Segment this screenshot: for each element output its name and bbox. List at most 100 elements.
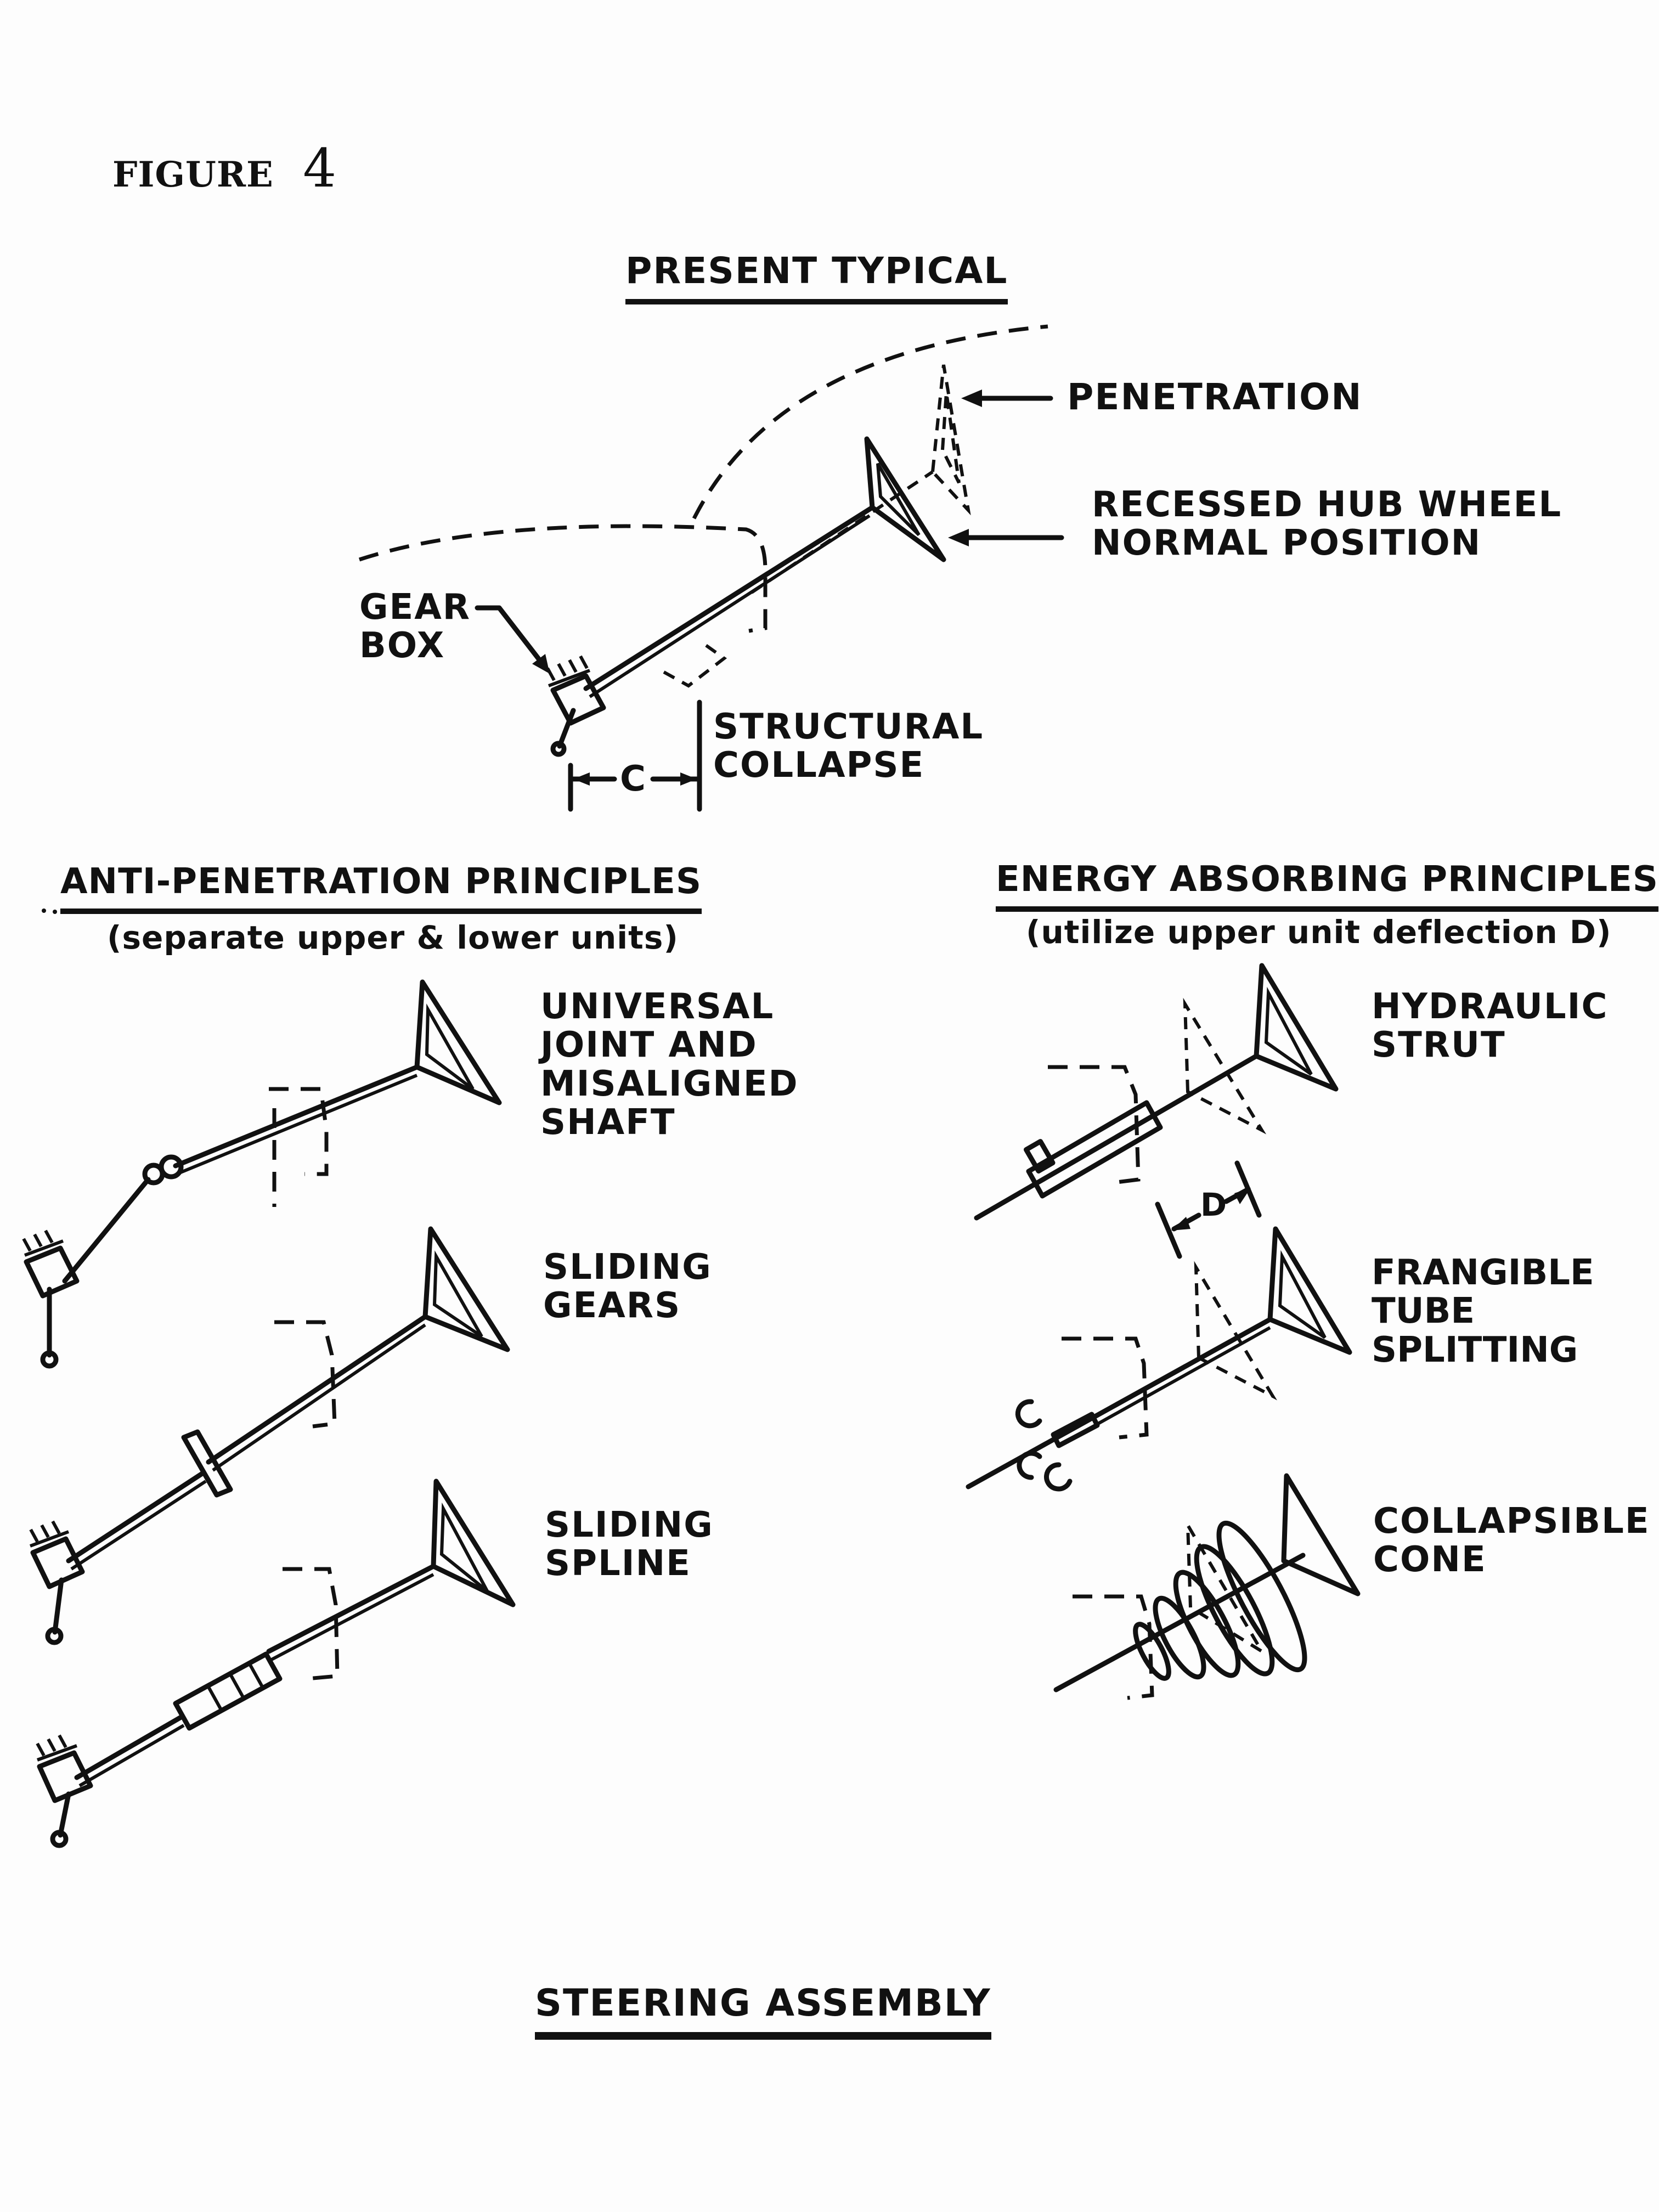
universal-joint-drawing — [22, 979, 502, 1369]
figure-number: 4 — [303, 138, 337, 199]
deflected-cone-ghost — [1186, 1524, 1263, 1653]
universal-joint-line-4: SHAFT — [540, 1102, 676, 1143]
universal-joint-2 — [142, 1163, 165, 1186]
spline-sleeve — [173, 1651, 283, 1731]
anti-penetration-heading: ANTI-PENETRATION PRINCIPLES — [60, 862, 702, 915]
anti-penetration-subheading: (separate upper & lower units) — [107, 919, 679, 956]
steering-column — [583, 505, 875, 691]
recessed-hub-wheel-inner — [876, 462, 921, 537]
figure-label: FIGURE 4 — [112, 138, 337, 199]
present-typical-drawing — [358, 324, 1064, 812]
sliding-gears-label: SLIDING GEARS — [543, 1248, 712, 1325]
steering-wheel — [422, 1226, 510, 1352]
hydraulic-strut-line-1: HYDRAULIC — [1372, 986, 1609, 1027]
column-bracket-dashed — [1062, 1336, 1149, 1440]
split-tube-curls — [1015, 1399, 1073, 1492]
hydraulic-strut-drawing — [974, 963, 1339, 1221]
upper-shaft — [173, 1064, 420, 1169]
column-bracket-dashed — [269, 1087, 329, 1176]
steering-column — [1053, 1553, 1306, 1692]
dimension-d-label: D — [1200, 1186, 1228, 1223]
present-typical-heading: PRESENT TYPICAL — [625, 251, 1008, 304]
sliding-gears-drawing — [29, 1226, 510, 1645]
penetration-wheel-ghost-inner — [940, 392, 961, 484]
upper-shaft-inner — [176, 1074, 418, 1176]
sliding-gears-line-2: GEARS — [543, 1285, 681, 1327]
ghost-column — [751, 470, 934, 594]
dashboard-outline — [358, 524, 768, 633]
penetration-arrow — [961, 390, 1053, 407]
gear-box-line-2: BOX — [359, 625, 445, 667]
steering-wheel — [1254, 963, 1339, 1092]
steering-wheel — [1281, 1473, 1361, 1596]
sliding-gears-line-1: SLIDING — [543, 1247, 712, 1288]
collapsible-cone-drawing — [1053, 1473, 1361, 1700]
sliding-spline-label: SLIDING SPLINE — [545, 1506, 714, 1583]
structural-collapse-line-2: COLLAPSE — [713, 745, 925, 786]
steering-wheel — [414, 979, 502, 1105]
gear-box — [22, 1229, 80, 1369]
sliding-spline-line-2: SPLINE — [545, 1543, 691, 1584]
misaligned-lower-shaft — [62, 1177, 151, 1284]
upper-shaft — [206, 1314, 428, 1465]
steering-column — [966, 1317, 1273, 1489]
sliding-gear-plate — [181, 1429, 233, 1498]
energy-absorbing-heading: ENERGY ABSORBING PRINCIPLES — [996, 860, 1658, 912]
gear-box-line-1: GEAR — [359, 587, 471, 628]
column-bracket-dashed — [274, 1320, 337, 1429]
figure-word: FIGURE — [112, 154, 274, 195]
steering-column — [974, 1053, 1259, 1221]
frangible-tube-line-1: FRANGIBLE — [1372, 1252, 1594, 1293]
recessed-hub-line-1: RECESSED HUB WHEEL — [1092, 484, 1562, 525]
hydraulic-strut-label: HYDRAULIC STRUT — [1372, 988, 1608, 1065]
sliding-spline-line-1: SLIDING — [545, 1505, 714, 1545]
gear-box — [546, 655, 606, 757]
frangible-tube-label: FRANGIBLE TUBE SPLITTING — [1372, 1254, 1659, 1369]
column-bracket-dashed — [1048, 1065, 1141, 1184]
recessed-hub-label: RECESSED HUB WHEEL NORMAL POSITION — [1092, 486, 1562, 563]
stray-ink-mark — [42, 909, 46, 913]
penetration-label: PENETRATION — [1067, 376, 1363, 418]
recessed-hub-line-2: NORMAL POSITION — [1092, 523, 1482, 564]
collapsible-cone-line-1: COLLAPSIBLE — [1373, 1501, 1650, 1542]
energy-absorbing-subheading: (utilize upper unit deflection D) — [1026, 913, 1612, 951]
gear-box — [29, 1520, 85, 1645]
frangible-tube-line-2: TUBE SPLITTING — [1372, 1291, 1578, 1370]
collapsible-cone-line-2: CONE — [1373, 1539, 1487, 1581]
deflected-wheel-ghost — [1194, 1261, 1277, 1401]
dimension-c-label: C — [620, 759, 647, 799]
column-bracket-dashed — [283, 1567, 340, 1681]
structural-collapse-label: STRUCTURAL COLLAPSE — [713, 708, 984, 785]
steering-assembly-caption: STEERING ASSEMBLY — [535, 1983, 991, 2040]
steering-wheel — [431, 1479, 516, 1607]
universal-joint-line-1: UNIVERSAL — [540, 986, 775, 1027]
column-bracket-dashed — [1073, 1594, 1154, 1700]
structural-collapse-line-1: STRUCTURAL — [713, 707, 984, 747]
lower-shaft — [66, 1470, 206, 1564]
gear-box-arrow — [475, 605, 550, 674]
upper-shaft — [266, 1564, 436, 1654]
hydraulic-cylinder — [1026, 1100, 1163, 1199]
frangible-tube-drawing — [966, 1226, 1352, 1492]
lower-shaft — [74, 1714, 184, 1780]
recessed-hub-wheel — [864, 436, 946, 562]
splitting-tube-section — [1051, 1412, 1100, 1448]
hydraulic-strut-line-2: STRUT — [1372, 1025, 1506, 1066]
gear-box-label: GEAR BOX — [359, 588, 471, 665]
recessed-wheel-arrow — [948, 529, 1064, 546]
gear-box — [36, 1734, 93, 1848]
dimension-c — [568, 699, 702, 812]
penetration-wheel-ghost — [930, 364, 971, 516]
universal-joint-line-2: JOINT AND — [540, 1025, 758, 1066]
universal-joint-line-3: MISALIGNED — [540, 1063, 799, 1104]
steering-wheel — [1267, 1226, 1352, 1355]
stray-ink-mark — [53, 910, 57, 914]
universal-joint-label: UNIVERSAL JOINT AND MISALIGNED SHAFT — [540, 988, 799, 1142]
column-bracket-ghost — [663, 643, 727, 688]
deflected-wheel-ghost — [1183, 997, 1267, 1135]
sliding-spline-drawing — [36, 1479, 516, 1848]
collapsible-cone-label: COLLAPSIBLE CONE — [1373, 1502, 1650, 1579]
dimension-d — [1155, 1160, 1262, 1259]
